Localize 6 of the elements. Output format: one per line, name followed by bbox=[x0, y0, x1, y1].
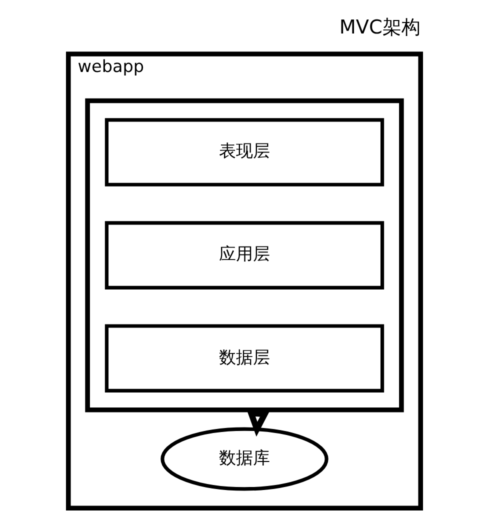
cluster bbox=[84, 98, 404, 412]
node-ellipse: 数据库 bbox=[160, 427, 328, 491]
node-box: 数据层 bbox=[104, 324, 384, 392]
node-box: 应用层 bbox=[104, 221, 384, 290]
node-box: 表现层 bbox=[104, 118, 384, 186]
diagram-title: MVC架构 bbox=[338, 15, 420, 38]
